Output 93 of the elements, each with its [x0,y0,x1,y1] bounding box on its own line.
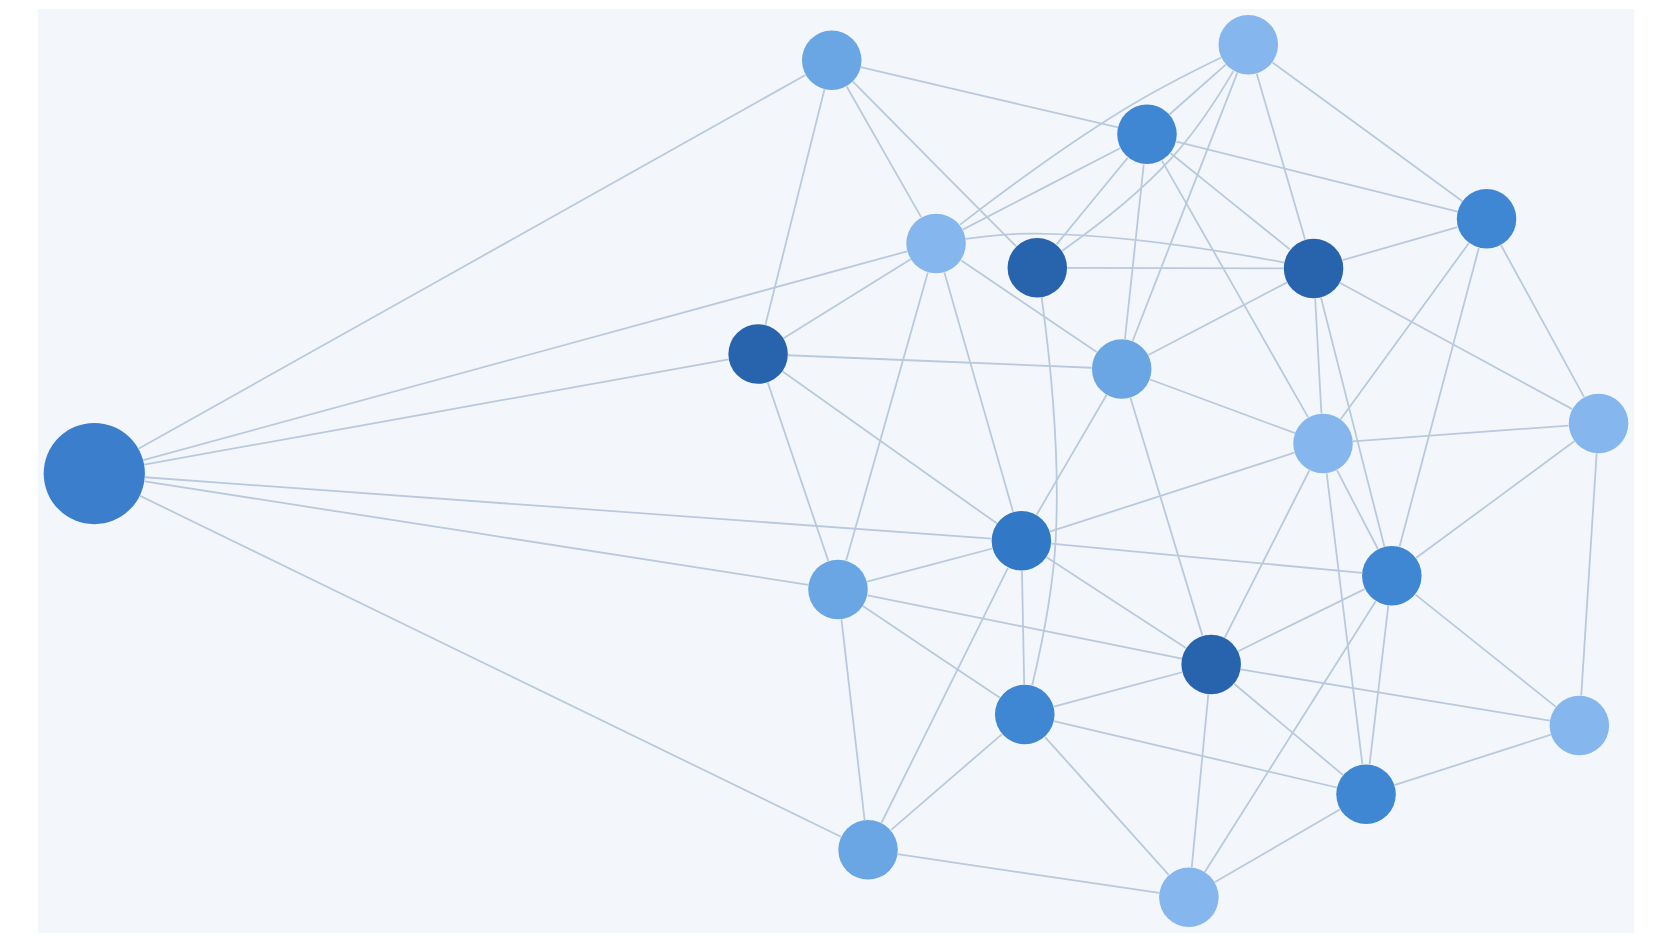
node-circle [43,422,145,524]
node-circle [1568,393,1629,453]
node-circle [1293,413,1353,473]
connector [1271,61,1464,202]
node-circle [1159,867,1219,927]
node-circle [995,684,1055,744]
node-circle [1218,14,1279,74]
connector [1320,296,1386,548]
connector [1061,69,1235,252]
connector [1213,807,1342,883]
node-circle [1336,764,1396,824]
connector [862,604,1001,699]
connector [943,270,1014,513]
connector [781,370,998,524]
connector [786,353,1093,369]
node-circle [1181,634,1241,694]
connector [1398,246,1480,547]
connector [1500,243,1586,398]
connector [1352,424,1570,442]
connector [1314,297,1323,414]
connector [137,73,807,450]
connector [866,547,994,583]
connector [1053,670,1184,708]
connector [1031,295,1058,686]
connector [859,65,1119,128]
connector [782,257,912,339]
connector [866,594,1183,659]
connector [845,85,923,218]
connector [1414,593,1557,708]
node-circle [728,323,788,384]
node-circle [1362,545,1422,605]
connector [1336,468,1379,550]
connector [1325,471,1364,765]
connector [1045,555,1187,649]
node-circle [1117,104,1177,164]
connector [1190,692,1210,868]
connector [1149,378,1296,434]
node-circle [906,213,966,273]
connector [880,566,1009,824]
connector [139,494,842,838]
connector [852,80,1017,247]
connector [142,249,908,461]
connector [1147,280,1288,356]
connector [1048,451,1296,533]
connector [766,381,830,562]
connector [1066,266,1285,269]
connector [1341,225,1459,261]
connector [1223,468,1311,639]
node-circle [1456,188,1517,249]
connector [845,271,929,561]
connector [1338,281,1574,410]
connector [959,56,1223,225]
connector [1368,603,1390,765]
connector [1339,241,1470,420]
connector [1035,393,1108,516]
node-circle [1549,695,1610,755]
connector [1161,159,1309,418]
connector [1055,156,1129,245]
connector [890,732,1003,831]
connector [1393,733,1552,786]
connector [1237,587,1366,652]
connector [960,259,1098,353]
node-circle [802,30,862,90]
connector [144,475,993,540]
connector [1050,542,1364,574]
connector [1239,668,1551,721]
connector [1124,163,1145,340]
connector [1129,396,1204,636]
node-circle [808,559,868,619]
connector [1580,452,1598,696]
node-circle [838,819,898,880]
connector [143,480,810,586]
connector [961,146,1122,230]
connector [1233,682,1345,776]
connector [1175,140,1459,212]
connector [1131,71,1239,342]
connector [1203,599,1377,873]
connector [1021,569,1026,685]
connector [964,232,1286,263]
connector [1168,63,1227,115]
node-circle [991,510,1052,571]
connector [896,852,1161,894]
connector [143,357,730,465]
connector [1169,151,1291,250]
connector [1052,719,1338,788]
node-circle [1283,238,1344,298]
connector [840,617,866,821]
node-circle [1091,338,1152,399]
connector [764,88,826,326]
connector [1255,72,1307,241]
connector [1044,735,1170,876]
node-circle [1007,237,1068,298]
connector [1415,439,1576,559]
